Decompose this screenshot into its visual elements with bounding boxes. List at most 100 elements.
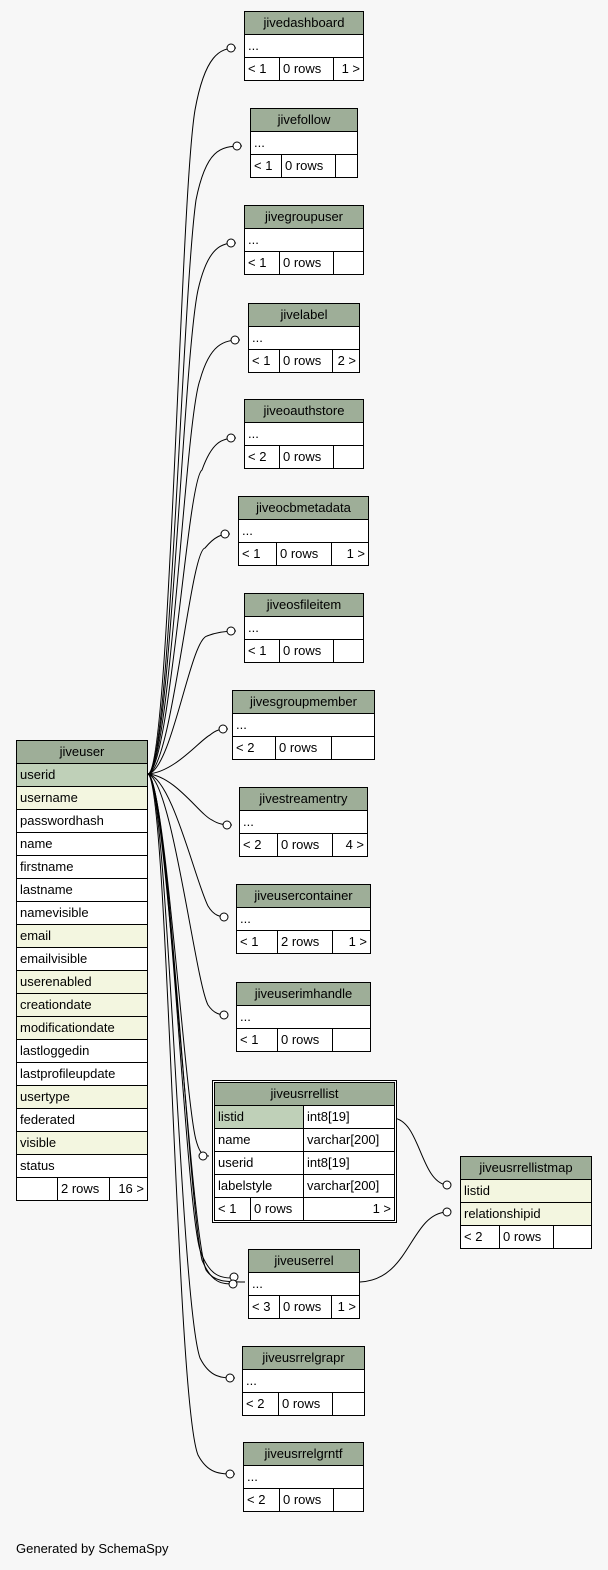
link-jiveusrrelgrapr bbox=[147, 773, 236, 1379]
table-jiveuserimhandle[interactable]: jiveuserimhandle ... < 1 0 rows bbox=[236, 982, 371, 1052]
table-jiveusrrelgrapr[interactable]: jiveusrrelgrapr ... < 2 0 rows bbox=[242, 1346, 365, 1416]
column-name: ... bbox=[246, 1373, 257, 1388]
column-row: passwordhash bbox=[17, 810, 147, 833]
parent-count[interactable]: < 1 bbox=[248, 255, 267, 270]
column-name: ... bbox=[248, 620, 259, 635]
column-name: userid bbox=[20, 767, 56, 782]
table-title: jiveusrrelgrapr bbox=[243, 1347, 364, 1370]
row-count: 0 rows bbox=[499, 1226, 553, 1248]
column-name: ... bbox=[243, 814, 254, 829]
column-name: lastprofileupdate bbox=[20, 1066, 116, 1081]
parent-count[interactable]: < 1 bbox=[240, 934, 259, 949]
column-name: visible bbox=[20, 1135, 57, 1150]
child-count[interactable] bbox=[333, 1489, 363, 1511]
column-name: userid bbox=[218, 1155, 254, 1170]
child-count[interactable]: 1 > bbox=[332, 931, 370, 953]
table-footer: < 1 0 rows bbox=[237, 1029, 370, 1051]
child-count[interactable]: 1 > bbox=[331, 1296, 359, 1318]
child-count[interactable]: 1 > bbox=[303, 1198, 394, 1220]
parent-count[interactable]: < 2 bbox=[248, 449, 267, 464]
link-jiveuserimhandle bbox=[147, 773, 229, 1016]
table-jivesgroupmember[interactable]: jivesgroupmember ... < 2 0 rows bbox=[232, 690, 375, 760]
column-type: varchar[200] bbox=[303, 1175, 394, 1197]
link-end-jivegroupuser bbox=[226, 238, 236, 248]
parent-count[interactable]: < 2 bbox=[246, 1396, 265, 1411]
parent-count[interactable]: < 1 bbox=[254, 158, 273, 173]
column-name: namevisible bbox=[20, 905, 89, 920]
parent-count[interactable]: < 1 bbox=[252, 353, 271, 368]
table-title: jivelabel bbox=[249, 304, 359, 327]
column-name: ... bbox=[254, 135, 265, 150]
table-footer: < 1 0 rows 1 > bbox=[239, 543, 368, 565]
child-count[interactable] bbox=[332, 1029, 370, 1051]
column-name: modificationdate bbox=[20, 1020, 115, 1035]
column-row: creationdate bbox=[17, 994, 147, 1017]
child-count[interactable] bbox=[332, 1393, 364, 1415]
row-count: 0 rows bbox=[276, 543, 331, 565]
column-row: ... bbox=[244, 1466, 363, 1489]
table-footer: < 2 0 rows 4 > bbox=[240, 834, 367, 856]
child-count[interactable]: 4 > bbox=[332, 834, 367, 856]
table-jivefollow[interactable]: jivefollow ... < 1 0 rows bbox=[250, 108, 358, 178]
link-end-jivedashboard bbox=[226, 43, 236, 53]
child-count[interactable]: 2 > bbox=[332, 350, 359, 372]
table-jivedashboard[interactable]: jivedashboard ... < 1 0 rows 1 > bbox=[244, 11, 364, 81]
parent-count[interactable]: < 2 bbox=[247, 1492, 266, 1507]
child-count[interactable] bbox=[331, 737, 374, 759]
column-name: userenabled bbox=[20, 974, 92, 989]
column-name: lastname bbox=[20, 882, 73, 897]
table-jiveosfileitem[interactable]: jiveosfileitem ... < 1 0 rows bbox=[244, 593, 364, 663]
table-jiveoauthstore[interactable]: jiveoauthstore ... < 2 0 rows bbox=[244, 399, 364, 469]
column-row: ... bbox=[249, 327, 359, 350]
parent-count[interactable] bbox=[17, 1178, 57, 1200]
parent-count[interactable]: < 2 bbox=[236, 740, 255, 755]
table-footer: < 1 0 rows bbox=[245, 252, 363, 274]
parent-count[interactable]: < 1 bbox=[248, 61, 267, 76]
link-jiveusrrellistmap-listid bbox=[392, 1117, 447, 1186]
table-footer: < 1 0 rows bbox=[251, 155, 357, 177]
column-name: status bbox=[20, 1158, 55, 1173]
column-row: ... bbox=[243, 1370, 364, 1393]
table-title: jiveuserrel bbox=[249, 1250, 359, 1273]
table-jiveusercontainer[interactable]: jiveusercontainer ... < 1 2 rows 1 > bbox=[236, 884, 371, 954]
row-count: 0 rows bbox=[279, 58, 333, 80]
table-title: jiveoauthstore bbox=[245, 400, 363, 423]
child-count[interactable] bbox=[333, 446, 363, 468]
parent-count[interactable]: < 1 bbox=[242, 546, 261, 561]
table-jiveuser[interactable]: jiveuser userid username passwordhash na… bbox=[16, 740, 148, 1201]
column-name: federated bbox=[20, 1112, 75, 1127]
column-name: ... bbox=[240, 1009, 251, 1024]
child-count[interactable]: 1 > bbox=[331, 543, 368, 565]
table-jiveuserrel[interactable]: jiveuserrel ... < 3 0 rows 1 > bbox=[248, 1249, 360, 1319]
table-footer: < 1 0 rows 1 > bbox=[215, 1198, 394, 1220]
parent-count[interactable]: < 1 bbox=[248, 643, 267, 658]
table-jiveusrrellistmap[interactable]: jiveusrrellistmap listid relationshipid … bbox=[460, 1156, 592, 1249]
table-jiveocbmetadata[interactable]: jiveocbmetadata ... < 1 0 rows 1 > bbox=[238, 496, 369, 566]
row-count: 0 rows bbox=[275, 737, 331, 759]
link-jiveusrrelgrntf bbox=[147, 773, 236, 1475]
parent-count[interactable]: < 1 bbox=[240, 1032, 259, 1047]
link-end-jiveuserrel-b bbox=[228, 1279, 238, 1289]
parent-count[interactable]: < 2 bbox=[243, 837, 262, 852]
table-jivelabel[interactable]: jivelabel ... < 1 0 rows 2 > bbox=[248, 303, 360, 373]
column-name: ... bbox=[247, 1469, 258, 1484]
link-end-jiveusrrellist bbox=[198, 1151, 208, 1161]
child-count[interactable] bbox=[335, 155, 357, 177]
child-count[interactable] bbox=[333, 640, 363, 662]
parent-count[interactable]: < 2 bbox=[464, 1229, 483, 1244]
child-count[interactable]: 1 > bbox=[333, 58, 363, 80]
row-count: 0 rows bbox=[277, 834, 332, 856]
link-jivestreamentry bbox=[147, 773, 233, 826]
table-jivestreamentry[interactable]: jivestreamentry ... < 2 0 rows 4 > bbox=[239, 787, 368, 857]
table-jiveusrrellist[interactable]: jiveusrrellist listid int8[19] name varc… bbox=[212, 1080, 397, 1223]
parent-count[interactable]: < 3 bbox=[252, 1299, 271, 1314]
child-count[interactable]: 16 > bbox=[109, 1178, 147, 1200]
child-count[interactable] bbox=[333, 252, 363, 274]
table-jiveusrrelgrntf[interactable]: jiveusrrelgrntf ... < 2 0 rows bbox=[243, 1442, 364, 1512]
link-end-jivestreamentry bbox=[222, 820, 232, 830]
child-count[interactable] bbox=[553, 1226, 591, 1248]
table-jivegroupuser[interactable]: jivegroupuser ... < 1 0 rows bbox=[244, 205, 364, 275]
parent-count[interactable]: < 1 bbox=[218, 1201, 237, 1216]
link-end-jiveosfileitem bbox=[226, 626, 236, 636]
link-end-jiveocbmetadata bbox=[220, 529, 230, 539]
